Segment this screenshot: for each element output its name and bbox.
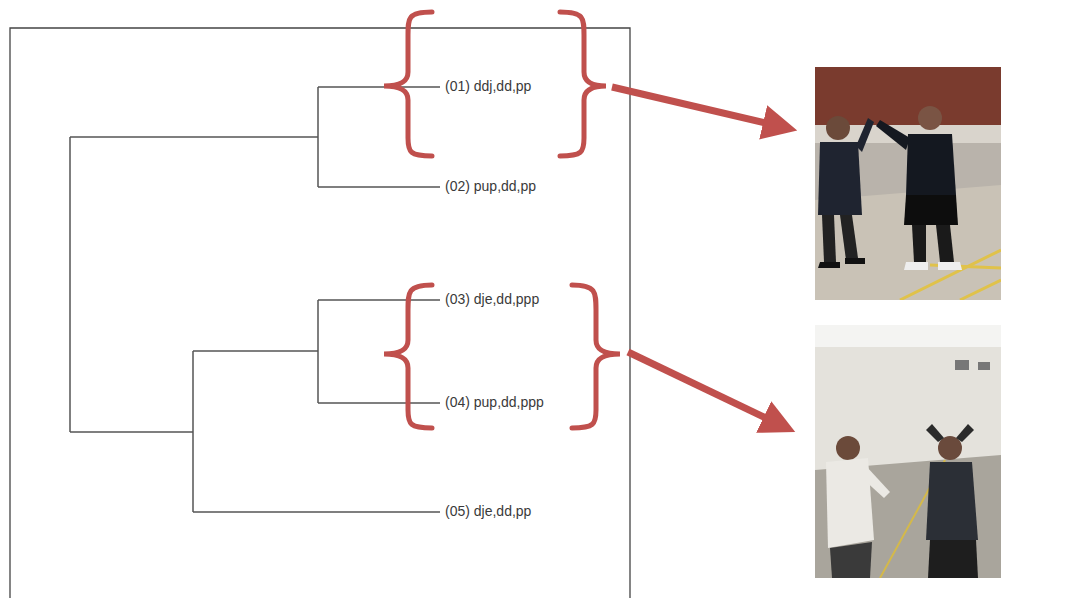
leaf-label-slot: (01) ddj,dd,pp <box>444 78 532 94</box>
branch <box>318 299 440 301</box>
leaf-label: (01) ddj,dd,pp <box>444 78 532 94</box>
curly-bracket <box>384 12 606 156</box>
photo <box>815 67 1001 300</box>
person <box>826 436 890 578</box>
leaf-label-slot: (02) pup,dd,pp <box>444 178 537 194</box>
right-brace <box>560 12 606 156</box>
plot-frame <box>10 28 630 598</box>
leaf-label-slot: (05) dje,dd,pp <box>444 503 532 519</box>
leaf-label: (05) dje,dd,pp <box>444 503 532 519</box>
leaf-label: (03) dje,dd,ppp <box>444 291 540 307</box>
branch <box>70 431 193 433</box>
right-brace <box>572 285 620 428</box>
photo-background <box>815 325 1001 578</box>
branch <box>70 136 318 138</box>
branch <box>318 186 440 188</box>
pointer-arrow <box>628 352 770 420</box>
left-brace <box>384 12 432 156</box>
branch <box>193 350 318 352</box>
person <box>818 116 874 268</box>
left-brace <box>384 285 432 428</box>
ceiling <box>815 325 1001 347</box>
leaf-label-slot: (03) dje,dd,ppp <box>444 291 540 307</box>
photo-background <box>815 67 1001 300</box>
curly-bracket <box>384 285 620 428</box>
leaf-label: (02) pup,dd,pp <box>444 178 537 194</box>
branch <box>193 511 440 513</box>
branch <box>318 86 440 88</box>
branch <box>318 402 440 404</box>
pointer-arrow <box>612 87 770 124</box>
leaf-label: (04) pup,dd,ppp <box>444 394 545 410</box>
branch <box>69 137 71 432</box>
wall-fixture <box>978 362 990 370</box>
dendrogram-tree <box>70 87 440 512</box>
floor <box>815 455 1001 578</box>
photo <box>815 325 1001 578</box>
person <box>926 424 978 578</box>
person <box>876 106 962 270</box>
wall-fixture <box>955 360 969 370</box>
leaf-label-slot: (04) pup,dd,ppp <box>444 394 545 410</box>
